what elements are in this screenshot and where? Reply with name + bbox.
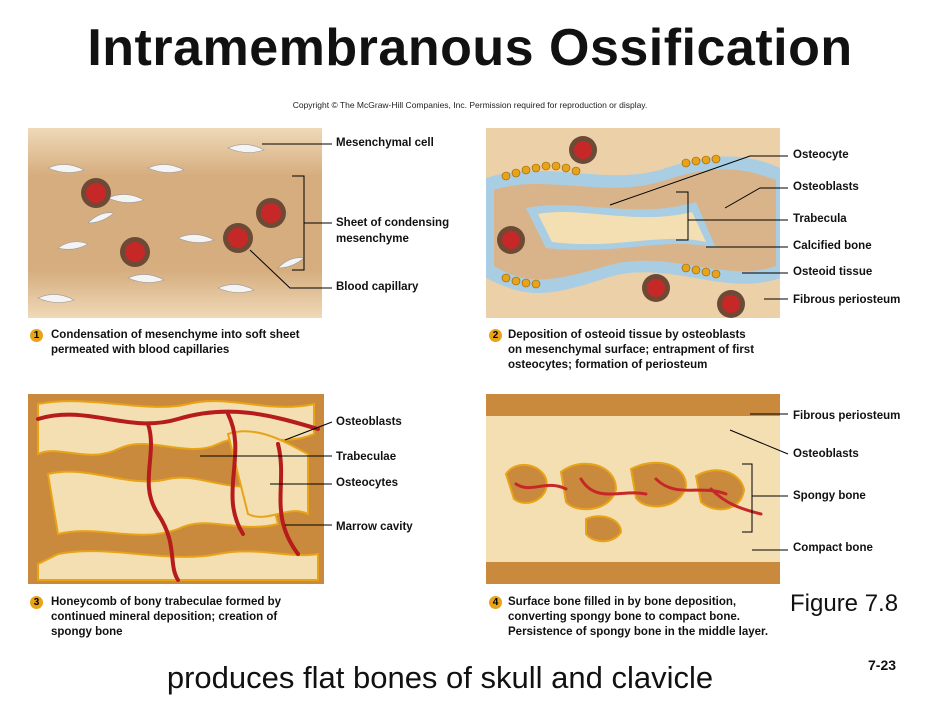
label-marrow-cavity: Marrow cavity: [336, 521, 413, 533]
panel-2-illustration: [486, 128, 780, 318]
footer-caption: produces flat bones of skull and clavicl…: [166, 660, 714, 695]
label-calcified-bone: Calcified bone: [793, 240, 872, 252]
label-trabecula: Trabecula: [793, 213, 847, 225]
label-osteoblasts-4: Osteoblasts: [793, 448, 859, 460]
step-badge-1: 1: [30, 329, 43, 342]
step-badge-4: 4: [489, 596, 502, 609]
label-osteoblasts-2: Osteoblasts: [793, 181, 859, 193]
panel-2-caption: Deposition of osteoid tissue by osteobla…: [508, 329, 755, 371]
label-trabeculae: Trabeculae: [336, 451, 397, 463]
panel-1-caption: Condensation of mesenchyme into soft she…: [51, 329, 300, 356]
page-number: 7-23: [868, 657, 897, 673]
label-compact-bone: Compact bone: [793, 542, 873, 554]
panel-4-illustration: [486, 394, 780, 584]
panel-1-illustration: [28, 128, 322, 318]
label-blood-capillary: Blood capillary: [336, 281, 419, 293]
copyright-notice: Copyright © The McGraw-Hill Companies, I…: [292, 100, 648, 110]
label-mesenchyme: mesenchyme: [336, 233, 409, 245]
label-osteoblasts-3: Osteoblasts: [336, 416, 402, 428]
figure-label: Figure 7.8: [790, 590, 899, 617]
panel-4-caption: Surface bone filled in by bone depositio…: [508, 596, 769, 638]
label-sheet-of-condensing: Sheet of condensing: [336, 217, 450, 229]
step-badge-3: 3: [30, 596, 43, 609]
label-osteoid-tissue: Osteoid tissue: [793, 266, 873, 278]
label-fibrous-periosteum-2: Fibrous periosteum: [793, 294, 901, 306]
step-badge-2: 2: [489, 329, 502, 342]
slide-title: Intramembranous Ossification: [87, 19, 853, 77]
label-fibrous-periosteum-4: Fibrous periosteum: [793, 410, 901, 422]
label-osteocytes: Osteocytes: [336, 477, 399, 489]
label-mesenchymal-cell: Mesenchymal cell: [336, 137, 434, 149]
panel-3-illustration: [28, 394, 324, 584]
label-osteocyte: Osteocyte: [793, 149, 849, 161]
label-spongy-bone: Spongy bone: [793, 490, 866, 502]
